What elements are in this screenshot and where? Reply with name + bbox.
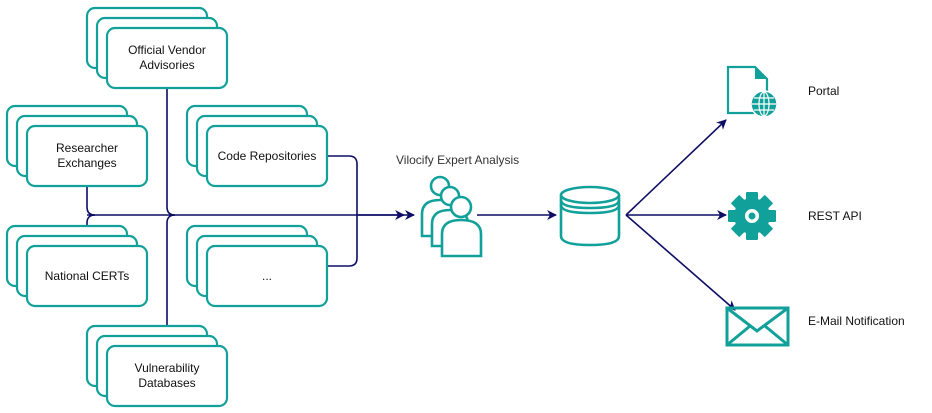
database-icon (559, 185, 621, 247)
gear-icon (728, 192, 776, 240)
source-label: Official Vendor Advisories (128, 43, 206, 72)
output-label-rest-api: REST API (808, 209, 862, 223)
web-document-icon (726, 65, 778, 118)
source-label: Researcher Exchanges (55, 141, 119, 170)
source-box-more (185, 224, 329, 308)
source-box-certs (5, 224, 149, 308)
source-box-vendor (85, 6, 229, 90)
source-box-vulndb (85, 324, 229, 408)
analysis-label: Vilocify Expert Analysis (396, 153, 520, 167)
envelope-icon (725, 306, 790, 347)
connectors (86, 88, 736, 346)
output-label-portal: Portal (808, 84, 840, 98)
source-label: National CERTs (44, 268, 130, 283)
source-label: ... (261, 268, 272, 283)
output-label-email: E-Mail Notification (808, 314, 905, 328)
source-label: Code Repositories (217, 148, 317, 163)
source-box-researcher (5, 104, 149, 188)
users-icon (420, 175, 483, 258)
source-label: Vulnerability Databases (134, 361, 200, 390)
source-box-code (185, 104, 329, 188)
